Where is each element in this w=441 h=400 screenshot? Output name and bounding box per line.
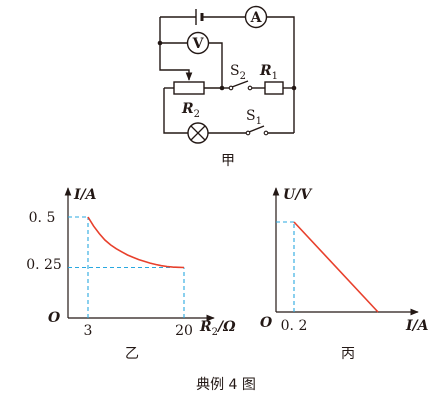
chart-yi-origin: O [48,310,61,326]
switch2-pivot [228,85,234,91]
chart-bing-xlabel: I/A [405,318,429,334]
wire-bottom-left [163,88,188,134]
ammeter: A [244,5,268,29]
voltmeter-symbol: V [192,36,205,52]
rheostat-slider [159,43,193,81]
switch1-pivot [245,130,251,136]
figure-caption: 典例 4 图 [196,377,256,393]
chart-bing-origin: O [260,315,273,331]
junction-right [291,85,297,91]
chart-yi-series-curve [87,216,185,269]
chart-yi-xtick-3: 3 [84,323,93,339]
circuit-diagram: A V R2 S2 [157,5,297,169]
chart-yi-xlabel: R2/Ω [199,319,236,338]
chart-bing-ylabel: U/V [283,187,313,203]
chart-yi: I/A O 0. 5 0. 25 3 20 R2/Ω 乙 [26,187,236,362]
wire-voltmeter-down [209,42,223,88]
voltmeter: V [186,31,210,55]
resistor2-label: R2 [181,101,200,120]
chart-yi-ytick-0.25: 0. 25 [26,257,62,273]
chart-bing-caption: 丙 [341,346,355,362]
circuit-caption: 甲 [221,153,235,169]
lamp [187,122,209,144]
switch1-label: S1 [246,108,262,127]
switch1-blade [248,125,265,133]
chart-bing-series-line [293,221,379,313]
chart-bing-xtick-0.2: 0. 2 [281,318,308,334]
chart-yi-caption: 乙 [125,346,139,362]
chart-yi-xtick-20: 20 [175,323,193,339]
switch1-contact [263,130,269,136]
battery [195,9,204,25]
resistor1-label: R1 [259,63,278,82]
ammeter-symbol: A [250,10,263,26]
chart-bing: U/V O 0. 2 I/A 丙 [260,187,429,362]
rheostat-r2 [173,81,205,95]
switch2-label: S2 [230,63,246,82]
chart-yi-ytick-0.5: 0. 5 [29,210,56,226]
wire-right [267,16,295,133]
resistor-r1 [264,81,284,95]
chart-yi-ylabel: I/A [73,187,97,203]
switch2-blade [231,80,249,88]
switch2-contact [247,85,253,91]
